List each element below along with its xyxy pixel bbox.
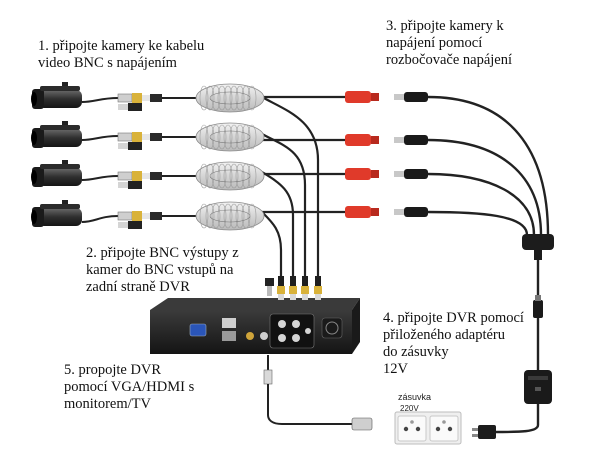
step-3-line-1: 3. připojte kamery k [386, 18, 504, 34]
step-5-label: 5. propojte DVR pomocí VGA/HDMI s monito… [64, 362, 194, 413]
bnc-connector-icon [117, 211, 198, 229]
step-4-line-3: do zásuvky [383, 344, 449, 360]
coiled-cable-icon [195, 161, 265, 191]
step-5-line-1: 5. propojte DVR [64, 362, 162, 378]
dc-power-plug-pair [345, 91, 428, 103]
step-4-line-1: 4. připojte DVR pomocí [383, 310, 524, 326]
pigtail-1 [81, 97, 119, 103]
dvr-recorder-icon [150, 298, 360, 354]
coiled-cable-icon [195, 83, 265, 113]
bullet-camera-icon [31, 121, 82, 148]
step-1-line-1: 1. připojte kamery ke kabelu [38, 38, 205, 54]
dc-plug-icon [533, 295, 543, 318]
step-4-line-2: přiloženého adaptéru [383, 327, 505, 343]
video-cable-4 [261, 211, 283, 285]
video-cable-3 [261, 171, 295, 285]
splitter-cable-3 [427, 172, 536, 236]
outlet-title: zásuvka [398, 392, 432, 402]
rca-connector-icon [265, 278, 274, 296]
pigtail-3 [81, 175, 119, 181]
dc-power-plug-pair [345, 168, 428, 180]
splitter-cable-4 [427, 210, 529, 236]
bnc-connector-icon [117, 93, 198, 111]
step-3-line-2: napájení pomocí [386, 35, 483, 51]
coiled-cable-icon [195, 122, 265, 152]
splitter-cable-2 [427, 138, 543, 236]
video-cable-2 [261, 133, 307, 285]
coiled-cable-icon [195, 201, 265, 231]
wall-socket-icon [394, 411, 462, 445]
dvr-bnc-plug-icon [289, 276, 297, 300]
bnc-connector-icon [117, 132, 198, 150]
power-splitter-icon [522, 234, 554, 260]
splitter-cable-1 [427, 95, 550, 236]
dvr-bnc-plug-icon [277, 276, 285, 300]
pigtail-4 [81, 215, 119, 223]
bullet-camera-icon [31, 160, 82, 187]
camera-pigtails [81, 97, 119, 223]
step-2-line-1: 2. připojte BNC výstupy z [86, 245, 239, 261]
power-cables-left [262, 95, 345, 214]
wall-plug-icon [472, 425, 496, 439]
step-4-label: 4. připojte DVR pomocí přiloženého adapt… [383, 310, 524, 378]
step-5-line-2: pomocí VGA/HDMI s [64, 379, 195, 395]
video-cable-1 [261, 96, 320, 285]
splitter-cables [427, 95, 550, 236]
dvr-bnc-plug-icon [301, 276, 309, 300]
step-2-line-2: kamer do BNC vstupů na [86, 262, 234, 278]
dc-power-plug-pair [345, 206, 428, 218]
dc-power-plug-pair [345, 134, 428, 146]
bullet-camera-icon [31, 200, 82, 227]
step-1-line-2: video BNC s napájením [38, 55, 177, 71]
bnc-video-cables [261, 96, 320, 285]
step-2-line-3: zadní straně DVR [86, 279, 190, 295]
adapter-cables [494, 260, 540, 434]
step-1-label: 1. připojte kamery ke kabelu video BNC s… [38, 38, 204, 72]
bnc-connector-icon [117, 171, 198, 189]
step-3-label: 3. připojte kamery k napájení pomocí roz… [386, 18, 512, 69]
adapter-to-outlet-cable [494, 402, 540, 434]
step-3-line-3: rozbočovače napájení [386, 52, 512, 68]
step-2-label: 2. připojte BNC výstupy z kamer do BNC v… [86, 245, 239, 296]
vga-hdmi-cable [263, 355, 373, 431]
dvr-bnc-plug-icon [314, 276, 322, 300]
outlet-voltage: 220V [400, 404, 419, 413]
step-5-line-3: monitorem/TV [64, 396, 151, 412]
bullet-camera-icon [31, 82, 82, 109]
power-adapter-icon [524, 370, 552, 404]
step-4-line-4: 12V [383, 361, 408, 377]
pigtail-2 [81, 135, 119, 141]
